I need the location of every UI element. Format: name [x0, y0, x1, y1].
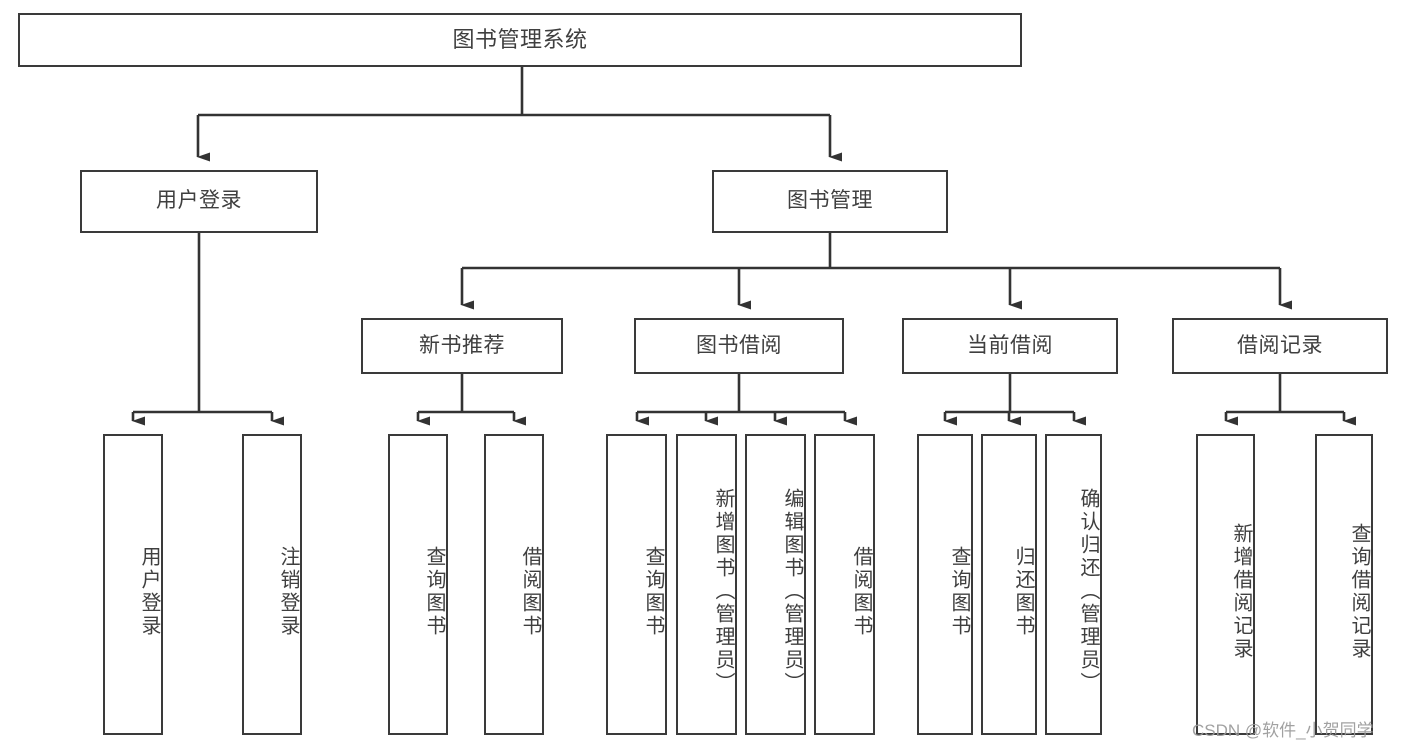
node-level3-2[interactable]: 当前借阅 — [902, 318, 1118, 374]
node-leaf-10[interactable]: 确认归还（管理员） — [1045, 434, 1102, 735]
node-leaf-12[interactable]: 查询借阅记录 — [1315, 434, 1373, 735]
node-level3-0[interactable]: 新书推荐 — [361, 318, 563, 374]
node-leaf-7[interactable]: 借阅图书 — [814, 434, 875, 735]
node-level3-3[interactable]: 借阅记录 — [1172, 318, 1388, 374]
node-leaf-3[interactable]: 借阅图书 — [484, 434, 544, 735]
node-leaf-4[interactable]: 查询图书 — [606, 434, 667, 735]
node-level2-0[interactable]: 用户登录 — [80, 170, 318, 233]
node-leaf-1[interactable]: 注销登录 — [242, 434, 302, 735]
node-leaf-9[interactable]: 归还图书 — [981, 434, 1037, 735]
node-leaf-6[interactable]: 编辑图书（管理员） — [745, 434, 806, 735]
node-leaf-0[interactable]: 用户登录 — [103, 434, 163, 735]
node-leaf-8[interactable]: 查询图书 — [917, 434, 973, 735]
node-leaf-2[interactable]: 查询图书 — [388, 434, 448, 735]
node-leaf-5[interactable]: 新增图书（管理员） — [676, 434, 737, 735]
node-root-图书管理系统[interactable]: 图书管理系统 — [18, 13, 1022, 67]
node-level3-1[interactable]: 图书借阅 — [634, 318, 844, 374]
node-level2-1[interactable]: 图书管理 — [712, 170, 948, 233]
watermark-text: CSDN @软件_小贺同学 — [1192, 721, 1374, 740]
node-leaf-11[interactable]: 新增借阅记录 — [1196, 434, 1255, 735]
